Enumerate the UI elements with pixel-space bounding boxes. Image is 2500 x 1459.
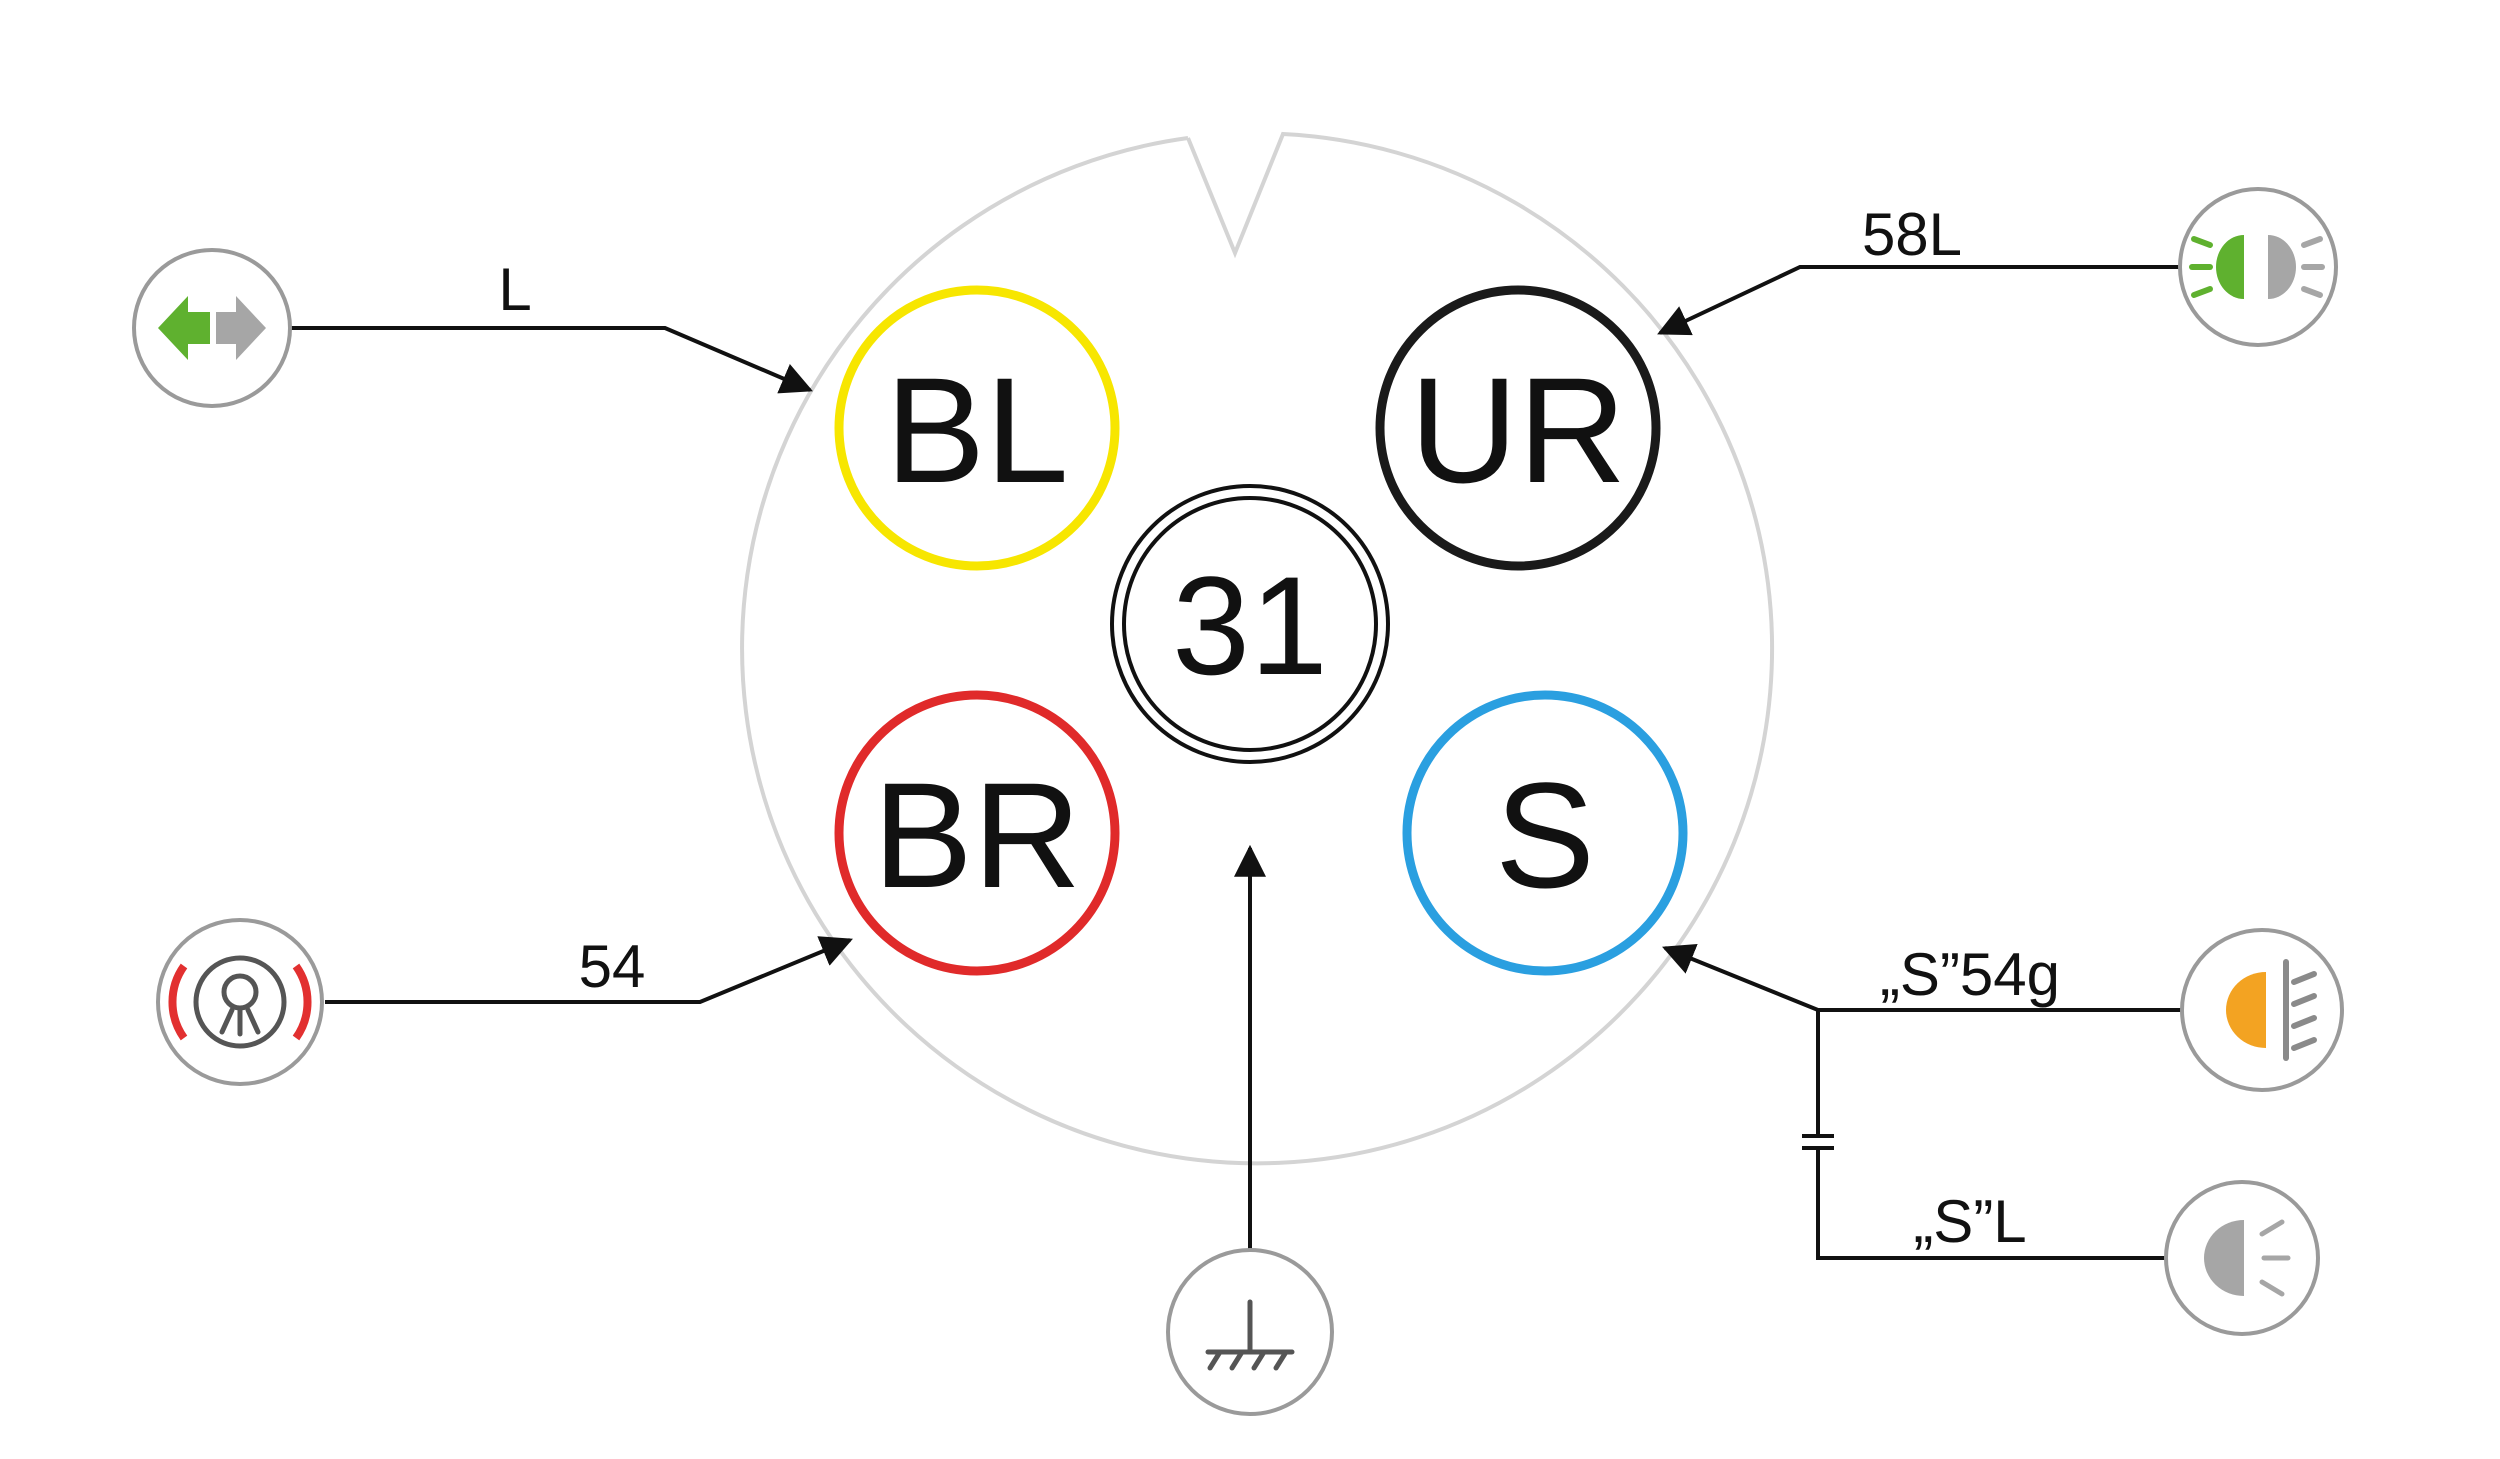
wire-left-turn-label: L [498,256,531,323]
wire-tail-light [1657,265,2180,336]
brake-outer-ring [193,955,287,1049]
wire-fog-light-label: „S”54g [1880,941,2060,1008]
wire-brake-light [325,936,853,1004]
turn-signal-arrows-icon [132,248,292,408]
pin-br-ring [834,690,1120,976]
turn-arrow-left [158,296,210,360]
pin-bl-ring [834,285,1120,571]
parking-light-right [2268,235,2296,299]
pin-ur-label: UR [1410,346,1627,514]
pin-center-label: 31 [1172,547,1328,704]
wire-left-turn [290,326,813,394]
socket-outline [740,131,1775,1166]
brake-warning-icon [156,918,324,1086]
pin-br-label: BR [873,751,1081,919]
brake-arc-left [168,963,188,1041]
fog-lamp-body [2226,972,2266,1048]
wire-tail-light-label: 58L [1862,201,1962,268]
pin-s-ring [1402,690,1688,976]
pin-s-label: S [1495,751,1595,919]
wire-brake-light-label: 54 [579,933,646,1000]
pin-bl: BL [834,285,1120,571]
rear-fog-light-icon [2180,928,2344,1092]
reverse-light-icon [2164,1180,2320,1336]
reverse-lamp-body [2204,1220,2244,1296]
pin-center: 31 [1110,484,1390,764]
pin-center-inner-ring [1122,496,1378,752]
turn-arrow-right [216,296,266,360]
parking-light-left [2216,235,2244,299]
brake-arc-right [292,963,312,1041]
pin-br: BR [834,690,1120,976]
pin-bl-label: BL [885,346,1068,514]
wire-reverse-light-label: „S”L [1913,1188,2026,1255]
pin-ur: UR [1375,285,1661,571]
pin-ur-ring [1375,285,1661,571]
parking-light-icon [2178,187,2338,347]
pin-s: S [1402,690,1688,976]
ground-symbol-icon [1166,1248,1334,1416]
wire-reverse-light [1816,1148,2165,1260]
pin-center-outer-ring [1110,484,1390,764]
